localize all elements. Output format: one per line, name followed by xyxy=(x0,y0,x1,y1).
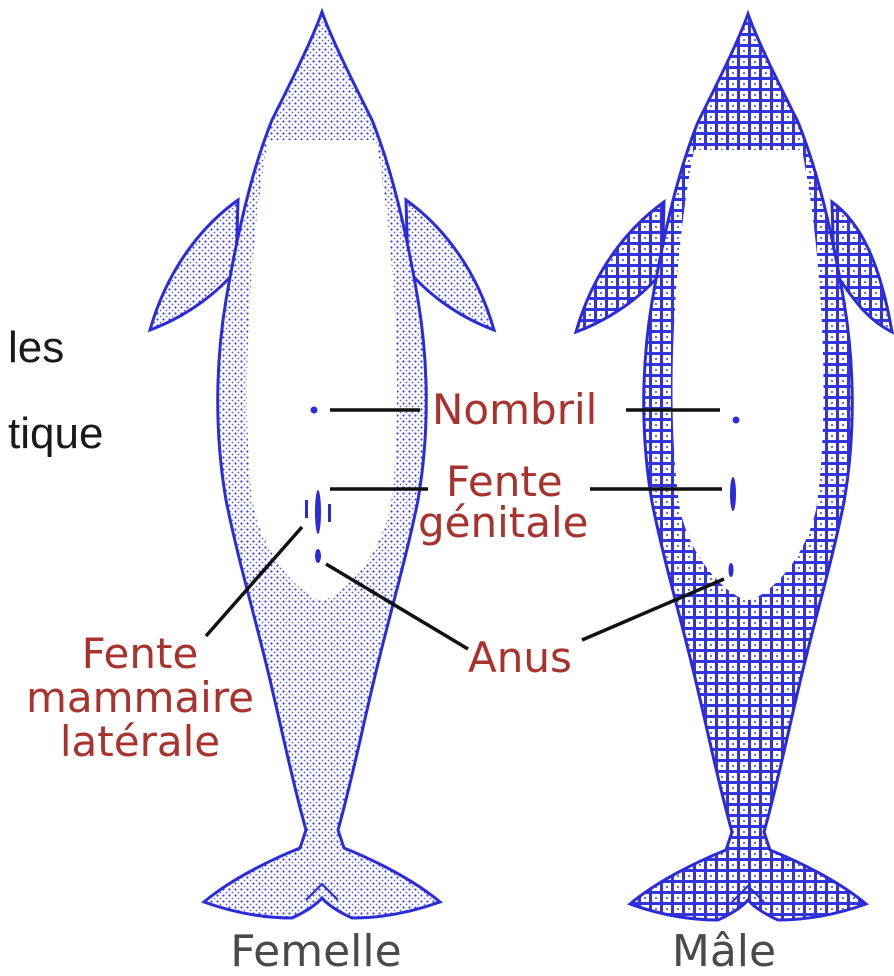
label-umbilicus: Nombril xyxy=(432,385,597,434)
slide-text-fragment-2: tique xyxy=(8,409,103,458)
caption-female: Femelle xyxy=(230,926,401,976)
female-anus-mark xyxy=(315,549,321,563)
male-genital-slit-mark xyxy=(730,477,736,511)
slide-text-fragment-1: les xyxy=(8,323,64,372)
label-anus: Anus xyxy=(468,633,572,682)
female-dolphin xyxy=(150,12,494,918)
label-mammary-slit-line3: latérale xyxy=(60,717,220,766)
female-umbilicus-mark xyxy=(311,407,318,414)
label-genital-slit-line2: génitale xyxy=(418,498,589,547)
female-belly-light xyxy=(247,140,397,600)
label-mammary-slit-line2: mammaire xyxy=(26,673,254,722)
label-mammary-slit-line1: Fente xyxy=(82,629,199,678)
female-genital-slit-mark xyxy=(315,490,321,534)
male-anus-mark xyxy=(729,563,734,577)
caption-male: Mâle xyxy=(672,926,776,976)
female-mammary-slit-right xyxy=(328,504,331,522)
male-umbilicus-mark xyxy=(733,417,740,424)
male-dolphin xyxy=(576,14,892,920)
male-belly-light xyxy=(672,150,823,600)
female-mammary-slit-left xyxy=(305,500,308,518)
